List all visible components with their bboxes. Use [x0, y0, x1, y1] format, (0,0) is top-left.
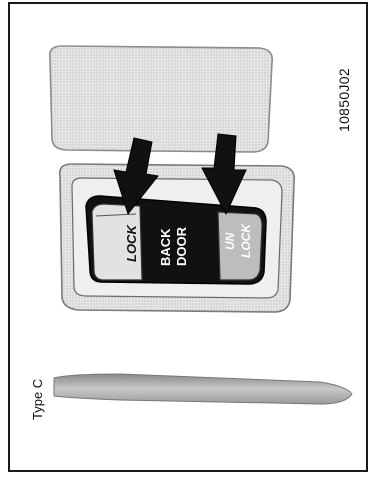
unlock-face	[217, 211, 263, 281]
back-door-label-line1: BACK	[158, 228, 173, 266]
lock-face	[91, 203, 143, 281]
back-door-label-line2: DOOR	[174, 226, 189, 266]
upper-trim-panel	[48, 45, 274, 153]
left-arrow-icon	[113, 137, 159, 216]
unlock-label-line1: UN	[223, 232, 237, 250]
lock-label: LOCK	[124, 224, 139, 262]
right-arrow-icon	[201, 133, 247, 216]
type-c-bar	[53, 373, 353, 405]
unlock-label-line2: LOCK	[239, 223, 253, 258]
